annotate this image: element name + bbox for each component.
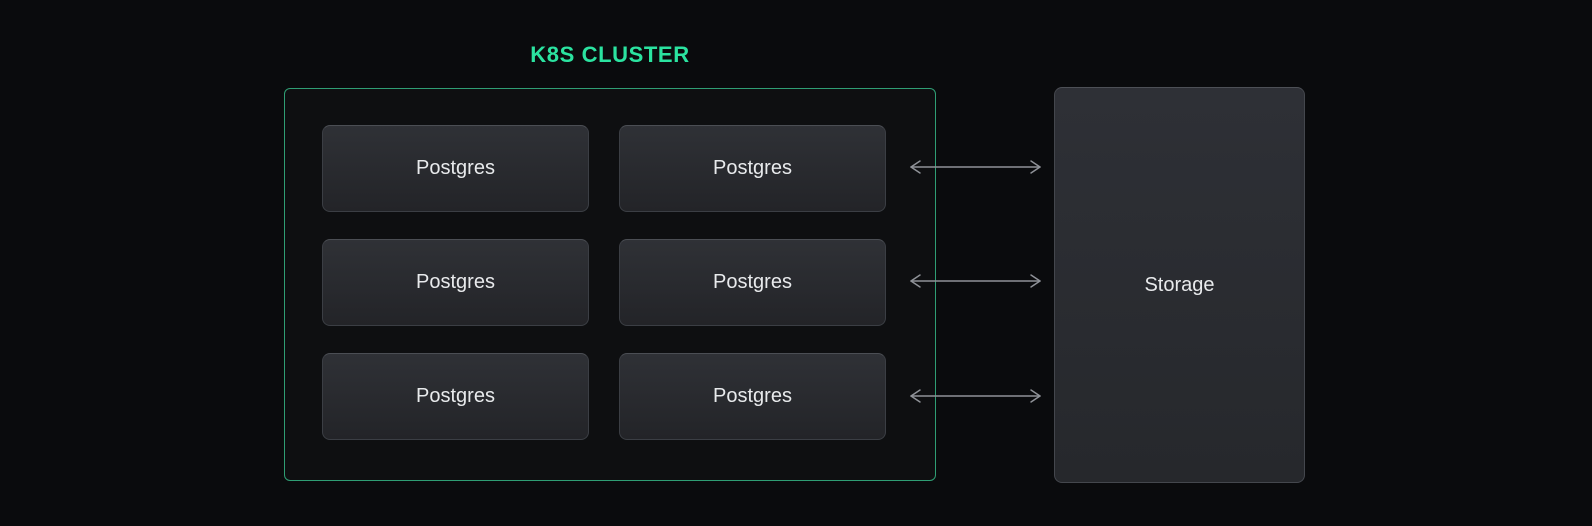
postgres-node: Postgres (322, 125, 589, 212)
k8s-cluster-box: Postgres Postgres Postgres Postgres Post… (284, 88, 936, 481)
postgres-node-label: Postgres (416, 385, 495, 407)
postgres-node-label: Postgres (713, 157, 792, 179)
postgres-node-label: Postgres (713, 271, 792, 293)
bidirectional-arrow-icon (910, 160, 1041, 174)
postgres-node: Postgres (322, 353, 589, 440)
postgres-node: Postgres (619, 125, 886, 212)
postgres-node: Postgres (619, 353, 886, 440)
storage-label: Storage (1144, 273, 1215, 296)
postgres-node: Postgres (322, 239, 589, 326)
cluster-title: K8S CLUSTER (530, 42, 690, 67)
postgres-node-label: Postgres (713, 385, 792, 407)
postgres-node: Postgres (619, 239, 886, 326)
bidirectional-arrow-icon (910, 274, 1041, 288)
storage-box: Storage (1054, 87, 1305, 483)
postgres-node-label: Postgres (416, 157, 495, 179)
postgres-node-label: Postgres (416, 271, 495, 293)
bidirectional-arrow-icon (910, 389, 1041, 403)
